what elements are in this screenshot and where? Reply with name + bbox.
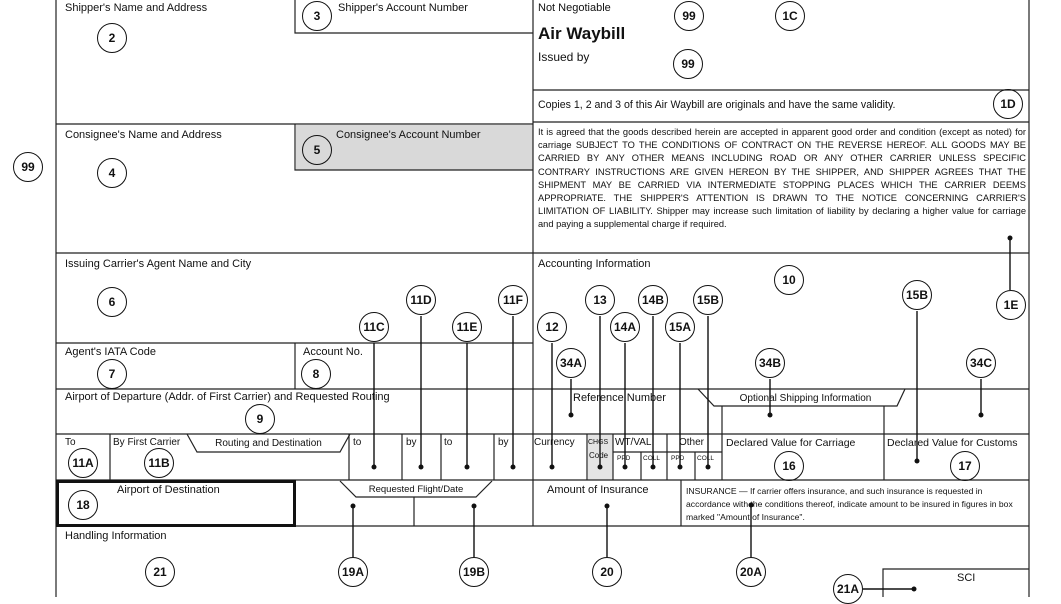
marker-7: 7 [97, 359, 127, 389]
marker-99-left: 99 [13, 152, 43, 182]
marker-4: 4 [97, 158, 127, 188]
marker-34c: 34C [966, 348, 996, 378]
requested-flight-tab [339, 480, 493, 498]
marker-10: 10 [774, 265, 804, 295]
wt-coll-label: COLL [643, 455, 660, 462]
handling-info-label: Handling Information [65, 530, 167, 542]
marker-8: 8 [301, 359, 331, 389]
by-3-label: by [498, 437, 509, 448]
optional-shipping-tab [697, 388, 906, 407]
wt-ppd-label: PPD [617, 455, 631, 462]
code-label: Code [589, 451, 609, 460]
document-title: Air Waybill [538, 24, 626, 43]
marker-20: 20 [592, 557, 622, 587]
marker-99-issued: 99 [673, 49, 703, 79]
airport-destination-box [56, 480, 296, 527]
marker-1c: 1C [775, 1, 805, 31]
marker-12: 12 [537, 312, 567, 342]
routing-tab [186, 433, 351, 453]
marker-6: 6 [97, 287, 127, 317]
marker-9: 9 [245, 404, 275, 434]
by-2-label: by [406, 437, 417, 448]
marker-21: 21 [145, 557, 175, 587]
marker-11d: 11D [406, 285, 436, 315]
marker-2: 2 [97, 23, 127, 53]
leader-dots [350, 235, 1013, 592]
leader-lines [352, 238, 1011, 590]
sci-label: SCI [957, 572, 976, 584]
marker-11c: 11C [359, 312, 389, 342]
consignee-account-shade [296, 125, 533, 170]
marker-99-top: 99 [674, 1, 704, 31]
marker-14a: 14A [610, 312, 640, 342]
accounting-info-label: Accounting Information [538, 258, 651, 270]
marker-5: 5 [302, 135, 332, 165]
reference-number-label: Reference Number [573, 392, 666, 404]
marker-11f: 11F [498, 285, 528, 315]
marker-21a: 21A [833, 574, 863, 604]
airport-departure-label: Airport of Departure (Addr. of First Car… [65, 391, 390, 403]
requested-flight-date-label: Requested Flight/Date [368, 484, 464, 495]
consignee-account-box [294, 124, 533, 171]
declared-carriage-label: Declared Value for Carriage [726, 437, 856, 449]
to-3-label: to [444, 437, 453, 448]
marker-19b: 19B [459, 557, 489, 587]
issued-by-label: Issued by [538, 50, 590, 64]
marker-1d: 1D [993, 89, 1023, 119]
conditions-of-contract-text: It is agreed that the goods described he… [538, 127, 1026, 230]
other-label: Other [679, 437, 705, 448]
to-2-label: to [353, 437, 362, 448]
consignee-name-label: Consignee's Name and Address [65, 129, 222, 141]
marker-34b: 34B [755, 348, 785, 378]
other-ppd-label: PPD [671, 455, 685, 462]
airport-destination-label: Airport of Destination [117, 484, 220, 496]
marker-16: 16 [774, 451, 804, 481]
marker-34a: 34A [556, 348, 586, 378]
sci-box [882, 568, 1029, 597]
marker-17: 17 [950, 451, 980, 481]
chgs-label: CHGS [588, 439, 609, 446]
marker-15b: 15B [693, 285, 723, 315]
to-label: To [65, 437, 76, 448]
wt-val-label: WT/VAL [615, 437, 652, 448]
agent-iata-label: Agent's IATA Code [65, 346, 156, 358]
marker-15b-right: 15B [902, 280, 932, 310]
shipper-account-label: Shipper's Account Number [338, 2, 468, 14]
not-negotiable-label: Not Negotiable [538, 2, 611, 14]
shipper-account-box [294, 0, 533, 34]
marker-11e: 11E [452, 312, 482, 342]
marker-15a: 15A [665, 312, 695, 342]
marker-13: 13 [585, 285, 615, 315]
marker-20a: 20A [736, 557, 766, 587]
currency-label: Currency [534, 437, 575, 448]
marker-18: 18 [68, 490, 98, 520]
marker-19a: 19A [338, 557, 368, 587]
account-no-label: Account No. [303, 346, 363, 358]
consignee-account-label: Consignee's Account Number [336, 129, 481, 141]
marker-1e: 1E [996, 290, 1026, 320]
declared-customs-label: Declared Value for Customs [887, 437, 1018, 449]
optional-shipping-label: Optional Shipping Information [739, 393, 872, 404]
marker-3: 3 [302, 1, 332, 31]
by-first-carrier-label: By First Carrier [113, 437, 181, 448]
marker-14b: 14B [638, 285, 668, 315]
other-coll-label: COLL [697, 455, 714, 462]
copies-note: Copies 1, 2 and 3 of this Air Waybill ar… [538, 99, 896, 111]
marker-11a: 11A [68, 448, 98, 478]
marker-11b: 11B [144, 448, 174, 478]
insurance-note: INSURANCE — If carrier offers insurance,… [686, 486, 1013, 522]
agent-name-city-label: Issuing Carrier's Agent Name and City [65, 258, 252, 270]
amount-insurance-label: Amount of Insurance [547, 484, 649, 496]
routing-destination-label: Routing and Destination [215, 438, 322, 449]
shipper-name-label: Shipper's Name and Address [65, 2, 208, 14]
